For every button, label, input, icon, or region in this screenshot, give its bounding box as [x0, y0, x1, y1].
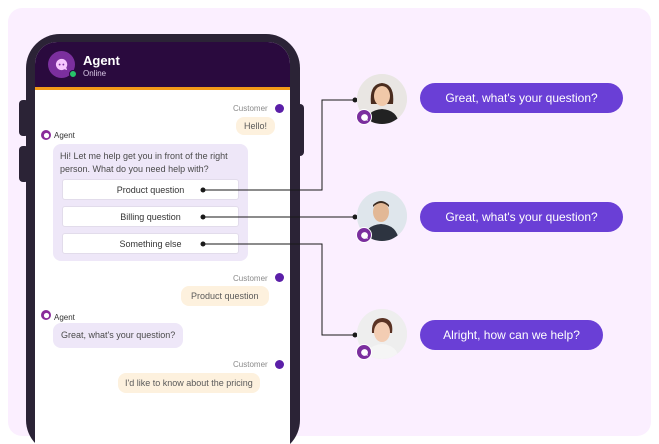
- support-agent-photo: [357, 191, 407, 241]
- person-icon: [357, 309, 407, 359]
- customer-message: I'd like to know about the pricing: [118, 373, 260, 393]
- routed-reply: Great, what's your question?: [420, 83, 623, 113]
- chat-bubble-icon: [360, 348, 368, 356]
- connector-end-dot: [352, 214, 358, 220]
- chat-screen: Agent Online Customer Hello! Agent Hi! L…: [35, 42, 290, 444]
- chat-bubble-icon: [55, 58, 68, 71]
- customer-message: Product question: [181, 286, 269, 306]
- chat-bubble-icon: [43, 312, 49, 318]
- chat-bubble-icon: [43, 132, 49, 138]
- connector-end-dot: [352, 332, 358, 338]
- phone-side-button: [19, 100, 29, 136]
- customer-label: Customer: [233, 104, 268, 113]
- connector-line: [203, 99, 355, 191]
- chat-bubble-icon: [360, 231, 368, 239]
- header-status: Online: [83, 69, 107, 78]
- option-product-question[interactable]: Product question: [62, 179, 239, 200]
- connector-line: [203, 243, 355, 336]
- agent-badge: [356, 344, 372, 360]
- routed-reply: Alright, how can we help?: [420, 320, 603, 350]
- customer-message: Hello!: [236, 117, 276, 135]
- agent-label: Agent: [54, 131, 75, 140]
- connector-start-dot: [200, 187, 206, 193]
- connector-end-dot: [352, 97, 358, 103]
- support-agent-photo: [357, 74, 407, 124]
- online-indicator: [69, 70, 77, 78]
- phone-side-button: [19, 146, 29, 182]
- header-title: Agent: [83, 53, 120, 68]
- routed-reply: Great, what's your question?: [420, 202, 623, 232]
- agent-message: Great, what's your question?: [53, 323, 184, 348]
- option-something-else[interactable]: Something else: [62, 233, 239, 254]
- agent-mini-avatar: [41, 130, 51, 140]
- agent-label: Agent: [54, 313, 75, 322]
- customer-label: Customer: [233, 274, 268, 283]
- connector-start-dot: [200, 241, 206, 247]
- agent-mini-avatar: [41, 310, 51, 320]
- agent-message-text: Hi! Let me help get you in front of the …: [60, 151, 228, 174]
- agent-badge: [356, 227, 372, 243]
- customer-avatar: [275, 360, 284, 369]
- phone-side-button: [296, 104, 304, 156]
- customer-label: Customer: [233, 360, 268, 369]
- customer-avatar: [275, 104, 284, 113]
- support-agent-photo: [357, 309, 407, 359]
- connector-start-dot: [200, 214, 206, 220]
- customer-avatar: [275, 273, 284, 282]
- chat-header: Agent Online: [35, 42, 290, 90]
- agent-badge: [356, 109, 372, 125]
- chat-bubble-icon: [360, 113, 368, 121]
